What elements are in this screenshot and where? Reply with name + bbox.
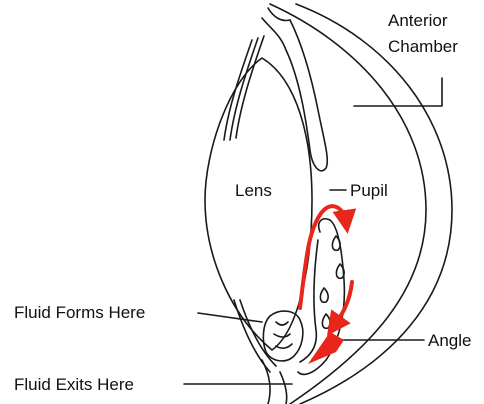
droplet-4 bbox=[322, 314, 330, 328]
label-pupil: Pupil bbox=[350, 181, 388, 200]
zonule-lines-bottom bbox=[234, 300, 276, 372]
lens-shape bbox=[205, 58, 312, 350]
fluid-forms-leader bbox=[198, 313, 262, 322]
ciliary-body bbox=[263, 311, 303, 361]
sclera-line-1 bbox=[262, 360, 270, 404]
iris-upper-root bbox=[262, 8, 290, 50]
zonule-lines-top bbox=[224, 36, 264, 140]
cornea-inner-line bbox=[270, 4, 426, 404]
droplet-3 bbox=[320, 288, 328, 302]
flow-arrow-over-pupil bbox=[300, 206, 346, 308]
label-anterior-chamber-line1: Anterior bbox=[388, 11, 448, 30]
label-anterior-chamber-line2: Chamber bbox=[388, 37, 458, 56]
sclera-line-2 bbox=[280, 372, 287, 404]
label-lens: Lens bbox=[235, 181, 272, 200]
label-fluid-forms-here: Fluid Forms Here bbox=[14, 303, 145, 322]
label-angle: Angle bbox=[428, 331, 471, 350]
flow-arrow-to-angle bbox=[334, 282, 352, 326]
ciliary-folds bbox=[274, 322, 292, 348]
label-fluid-exits-here: Fluid Exits Here bbox=[14, 375, 134, 394]
anterior-chamber-leader bbox=[354, 78, 442, 106]
